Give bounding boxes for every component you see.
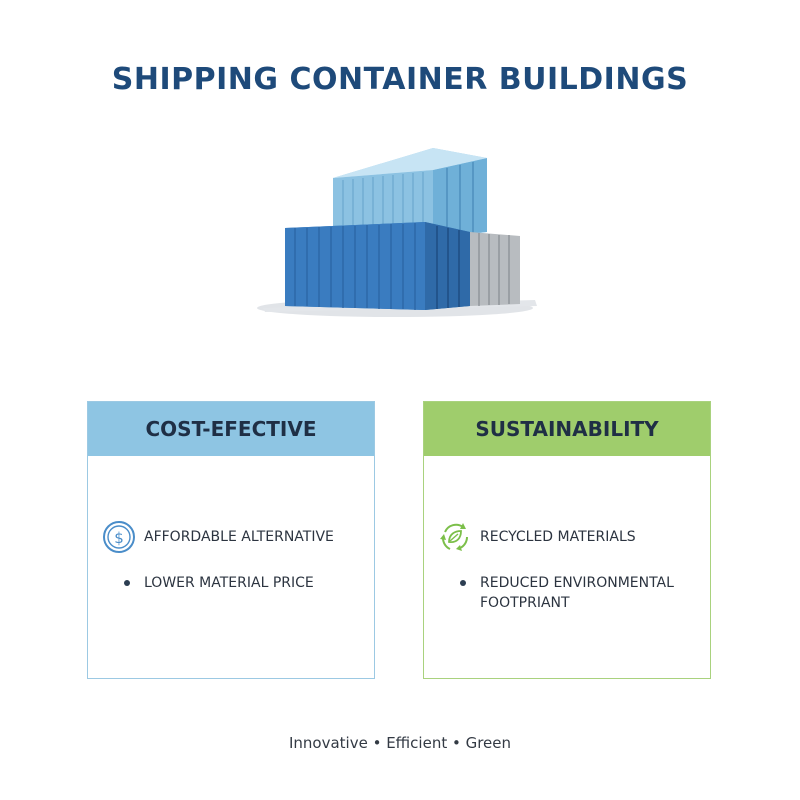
list-item-text: AFFORDABLE ALTERNATIVE: [144, 529, 334, 545]
recycle-leaf-icon: [438, 520, 472, 554]
sustainability-card: SUSTAINABILITY RECYCLED MATERIALS REDUCE…: [423, 401, 711, 679]
list-item-text: RECYCLED MATERIALS: [480, 529, 636, 545]
svg-text:$: $: [114, 529, 124, 547]
list-item-text: REDUCED ENVIRONMENTAL FOOTPRIANT: [480, 573, 674, 613]
footer-tagline: Innovative • Efficient • Green: [288, 734, 512, 752]
shipping-containers-illustration: [255, 140, 545, 330]
list-item: $ AFFORDABLE ALTERNATIVE: [102, 520, 364, 554]
list-item: RECYCLED MATERIALS: [438, 520, 700, 554]
list-item-text-line2: FOOTPRIANT: [480, 595, 570, 611]
dollar-coin-icon: $: [102, 520, 136, 554]
list-item-text-line1: REDUCED ENVIRONMENTAL: [480, 575, 674, 591]
list-item-text: LOWER MATERIAL PRICE: [144, 575, 314, 591]
container-bottom-gray: [470, 232, 520, 306]
cost-effective-header: COST-EFECTIVE: [88, 402, 374, 456]
cost-effective-card: COST-EFECTIVE $ AFFORDABLE ALTERNATIVE L…: [87, 401, 375, 679]
page-title: SHIPPING CONTAINER BUILDINGS: [111, 62, 689, 97]
bullet: [124, 580, 130, 586]
list-item: REDUCED ENVIRONMENTAL FOOTPRIANT: [454, 573, 700, 613]
sustainability-header: SUSTAINABILITY: [424, 402, 710, 456]
container-bottom-blue: [285, 222, 470, 310]
list-item: LOWER MATERIAL PRICE: [118, 573, 364, 593]
bullet: [460, 580, 466, 586]
